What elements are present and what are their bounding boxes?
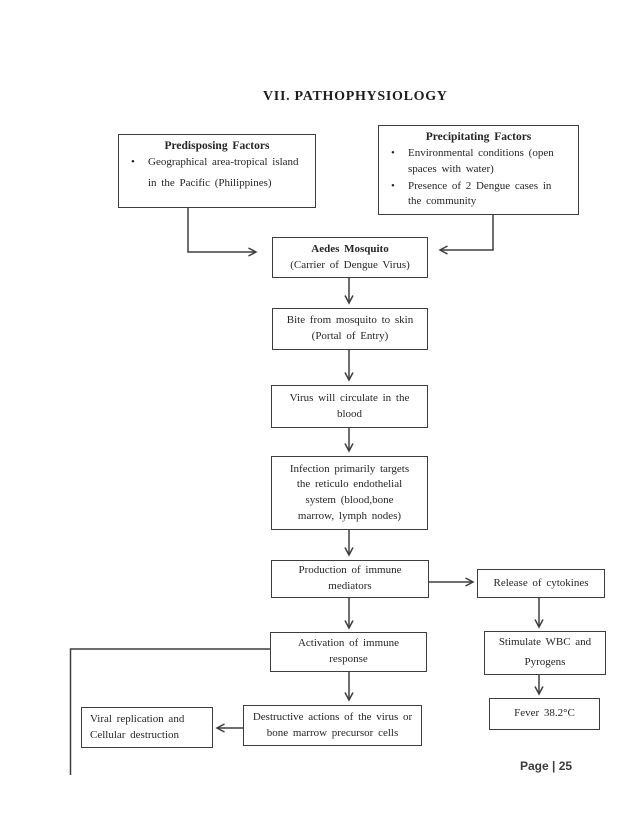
box-title: Precipitating Factors <box>425 131 532 143</box>
box-text-line: mediators <box>328 580 372 592</box>
flowchart-box-viral-replication: Viral replication and Cellular destructi… <box>81 707 213 748</box>
bullet-item: • Geographical area-tropical island <box>119 155 315 171</box>
box-title: Aedes Mosquito <box>311 242 389 255</box>
bullet-text-continued: spaces with water) <box>408 162 494 175</box>
box-text-line: Release of cytokines <box>493 576 589 589</box>
flowchart-box-virus-circulation: Virus will circulate in the blood <box>271 385 428 428</box>
connector-precipitating-to-aedes <box>438 215 494 255</box>
box-text-line: Virus will circulate in the <box>289 391 410 404</box>
flowchart-box-precipitating-factors: Precipitating Factors • Environmental co… <box>378 125 579 215</box>
box-text-line: Viral replication and <box>90 712 185 725</box>
box-text-line: (Portal of Entry) <box>311 330 389 342</box>
bullet-text: Presence of 2 Dengue cases in <box>408 179 552 192</box>
box-text-line: Pyrogens <box>524 656 566 668</box>
box-subtitle: (Carrier of Dengue Virus) <box>290 258 410 271</box>
flowchart-box-infection-targets: Infection primarily targets the reticulo… <box>271 456 428 530</box>
bullet-text-continued: the community <box>408 195 477 208</box>
bullet-text: Geographical area-tropical island <box>148 156 299 169</box>
flowchart-box-predisposing-factors: Predisposing Factors • Geographical area… <box>118 134 316 208</box>
box-text-line: Infection primarily targets <box>289 462 410 475</box>
box-text-line: Stimulate WBC and <box>498 636 592 649</box>
bullet-text-continued: in the Pacific (Philippines) <box>148 176 272 189</box>
flowchart-box-fever: Fever 38.2°C <box>489 698 600 730</box>
bullet-icon: • <box>391 179 395 192</box>
page-title: VII. PATHOPHYSIOLOGY <box>263 89 448 104</box>
box-text-line: blood <box>336 407 363 420</box>
box-text-line: Cellular destruction <box>90 728 180 741</box>
connector-predisposing-to-aedes <box>187 208 258 257</box>
bullet-text: Environmental conditions (open <box>408 147 554 160</box>
page-footer: Page | 25 <box>520 759 573 773</box>
box-text-line: Bite from mosquito to skin <box>286 314 414 327</box>
bullet-icon: • <box>131 156 135 169</box>
box-text-line: bone marrow precursor cells <box>266 726 399 739</box>
box-text-line: response <box>329 653 368 665</box>
flowchart-box-release-of-cytokines: Release of cytokines <box>477 569 605 598</box>
bullet-item: • Presence of 2 Dengue cases in <box>379 179 578 195</box>
bullet-item: • Environmental conditions (open <box>379 146 578 162</box>
box-text-line: Production of immune <box>298 564 402 577</box>
flowchart-box-destructive-actions: Destructive actions of the virus or bone… <box>243 705 422 746</box>
flowchart-box-aedes-mosquito: Aedes Mosquito (Carrier of Dengue Virus) <box>272 237 428 278</box>
flowchart-box-bite-portal-of-entry: Bite from mosquito to skin (Portal of En… <box>272 308 428 350</box>
box-text-line: system (blood,bone <box>305 494 394 506</box>
box-text-line: Fever 38.2°C <box>514 707 575 720</box>
box-text-line: Destructive actions of the virus or <box>252 710 413 723</box>
flowchart-box-stimulate-wbc-pyrogens: Stimulate WBC and Pyrogens <box>484 631 606 675</box>
flowchart-box-production-immune-mediators: Production of immune mediators <box>271 560 429 598</box>
box-text-line: the reticulo endothelial <box>296 478 403 491</box>
box-title: Predisposing Factors <box>164 140 270 152</box>
bullet-icon: • <box>391 147 395 160</box>
box-text-line: marrow, lymph nodes) <box>297 509 402 522</box>
flowchart-box-activation-immune-response: Activation of immune response <box>270 632 427 672</box>
box-text-line: Activation of immune <box>297 637 400 650</box>
